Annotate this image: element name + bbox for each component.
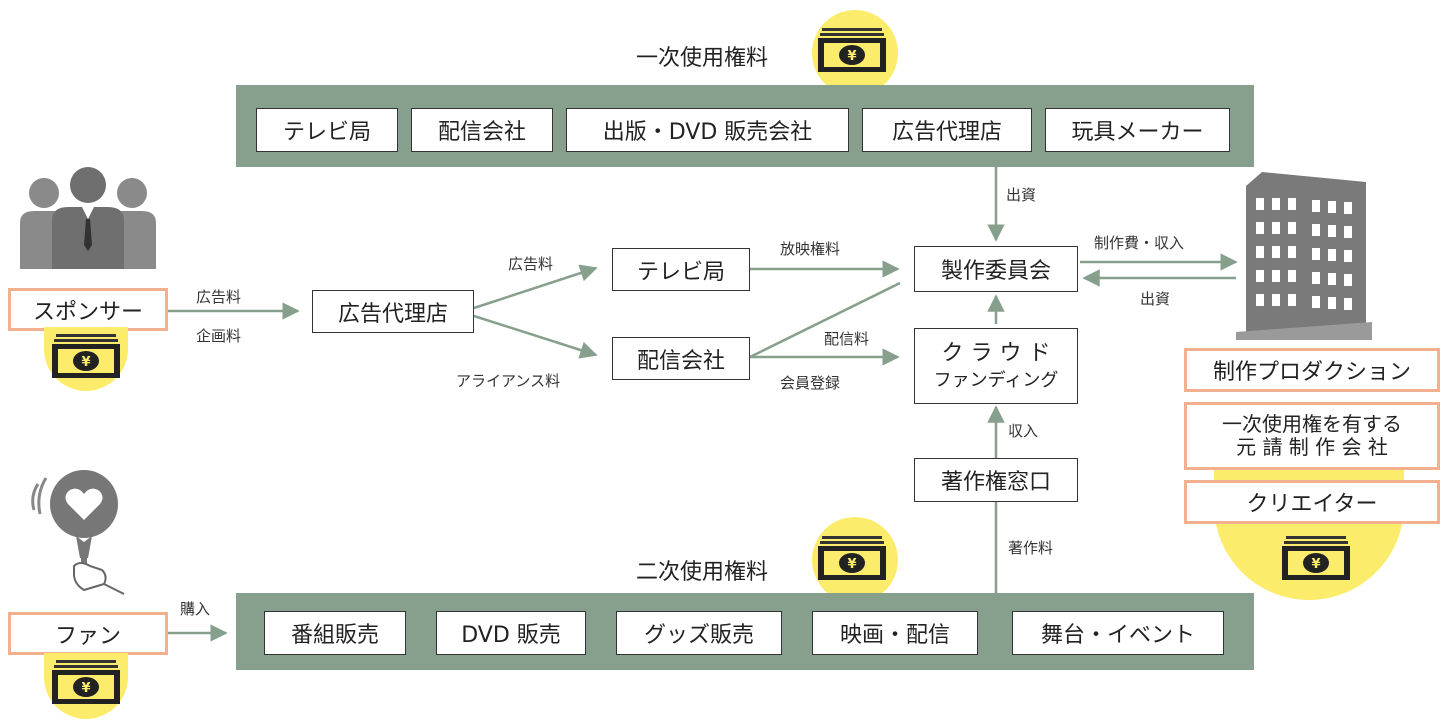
crowdfunding-line2: ファンディング bbox=[933, 369, 1059, 391]
fan-box: ファン bbox=[8, 612, 168, 655]
sponsor-box: スポンサー bbox=[8, 288, 168, 331]
producer-creator: クリエイター bbox=[1184, 480, 1440, 524]
office-building-icon bbox=[1236, 172, 1372, 340]
fan-with-heart-icon bbox=[31, 470, 125, 595]
edge-ad-fee-2: 広告料 bbox=[508, 255, 554, 273]
svg-text:¥: ¥ bbox=[847, 49, 856, 64]
secondary-item-program-sales: 番組販売 bbox=[264, 611, 406, 655]
primary-item-distributor: 配信会社 bbox=[411, 108, 553, 152]
prime-contractor-line1: 一次使用権を有する bbox=[1222, 412, 1402, 436]
primary-item-toymaker: 玩具メーカー bbox=[1045, 108, 1230, 152]
crowdfunding-node: ク ラ ウ ド ファンディング bbox=[914, 328, 1078, 404]
edge-income: 収入 bbox=[1008, 422, 1039, 440]
edge-membership: 会員登録 bbox=[780, 374, 841, 392]
yen-banknote-icon: ¥ bbox=[1282, 536, 1350, 580]
edge-distribution-fee: 配信料 bbox=[824, 330, 870, 348]
secondary-rights-title: 二次使用権料 bbox=[636, 560, 769, 585]
primary-rights-title: 一次使用権料 bbox=[636, 46, 769, 71]
prime-contractor-line2: 元 請 制 作 会 社 bbox=[1236, 435, 1388, 459]
yen-banknote-icon: ¥ bbox=[52, 660, 120, 704]
edge-planning-fee: 企画料 bbox=[196, 327, 242, 345]
secondary-item-goods-sales: グッズ販売 bbox=[616, 611, 782, 655]
svg-text:¥: ¥ bbox=[847, 557, 856, 572]
producer-production-company: 制作プロダクション bbox=[1184, 348, 1440, 392]
primary-item-tv: テレビ局 bbox=[256, 108, 398, 152]
edge-purchase: 購入 bbox=[180, 600, 211, 618]
edge-broadcast-rights: 放映権料 bbox=[780, 240, 841, 258]
secondary-item-stage-events: 舞台・イベント bbox=[1012, 611, 1224, 655]
yen-banknote-icon: ¥ bbox=[52, 334, 120, 378]
edge-investment-top: 出資 bbox=[1006, 186, 1037, 204]
svg-text:¥: ¥ bbox=[81, 681, 90, 696]
yen-banknote-icon: ¥ bbox=[818, 536, 886, 580]
yen-banknote-icon: ¥ bbox=[818, 28, 886, 72]
copyright-window-node: 著作権窓口 bbox=[914, 458, 1078, 502]
distributor-node: 配信会社 bbox=[612, 337, 750, 380]
tv-station-node: テレビ局 bbox=[612, 248, 750, 291]
primary-item-publisher: 出版・DVD 販売会社 bbox=[566, 108, 849, 152]
edge-royalty: 著作料 bbox=[1008, 539, 1054, 557]
edge-alliance-fee: アライアンス料 bbox=[456, 372, 561, 390]
primary-item-agency: 広告代理店 bbox=[862, 108, 1032, 152]
svg-text:¥: ¥ bbox=[1311, 557, 1320, 572]
ad-agency-node: 広告代理店 bbox=[312, 290, 474, 333]
edge-ad-fee: 広告料 bbox=[196, 288, 242, 306]
secondary-item-film-distribution: 映画・配信 bbox=[812, 611, 978, 655]
production-committee-node: 製作委員会 bbox=[914, 246, 1078, 292]
crowdfunding-line1: ク ラ ウ ド bbox=[941, 341, 1051, 366]
secondary-item-dvd-sales: DVD 販売 bbox=[436, 611, 586, 655]
edge-production-cost: 制作費・収入 bbox=[1094, 234, 1185, 252]
edge-investment-right: 出資 bbox=[1140, 290, 1171, 308]
business-people-icon bbox=[20, 167, 156, 269]
svg-text:¥: ¥ bbox=[81, 355, 90, 370]
producer-prime-contractor: 一次使用権を有する 元 請 制 作 会 社 bbox=[1184, 402, 1440, 470]
